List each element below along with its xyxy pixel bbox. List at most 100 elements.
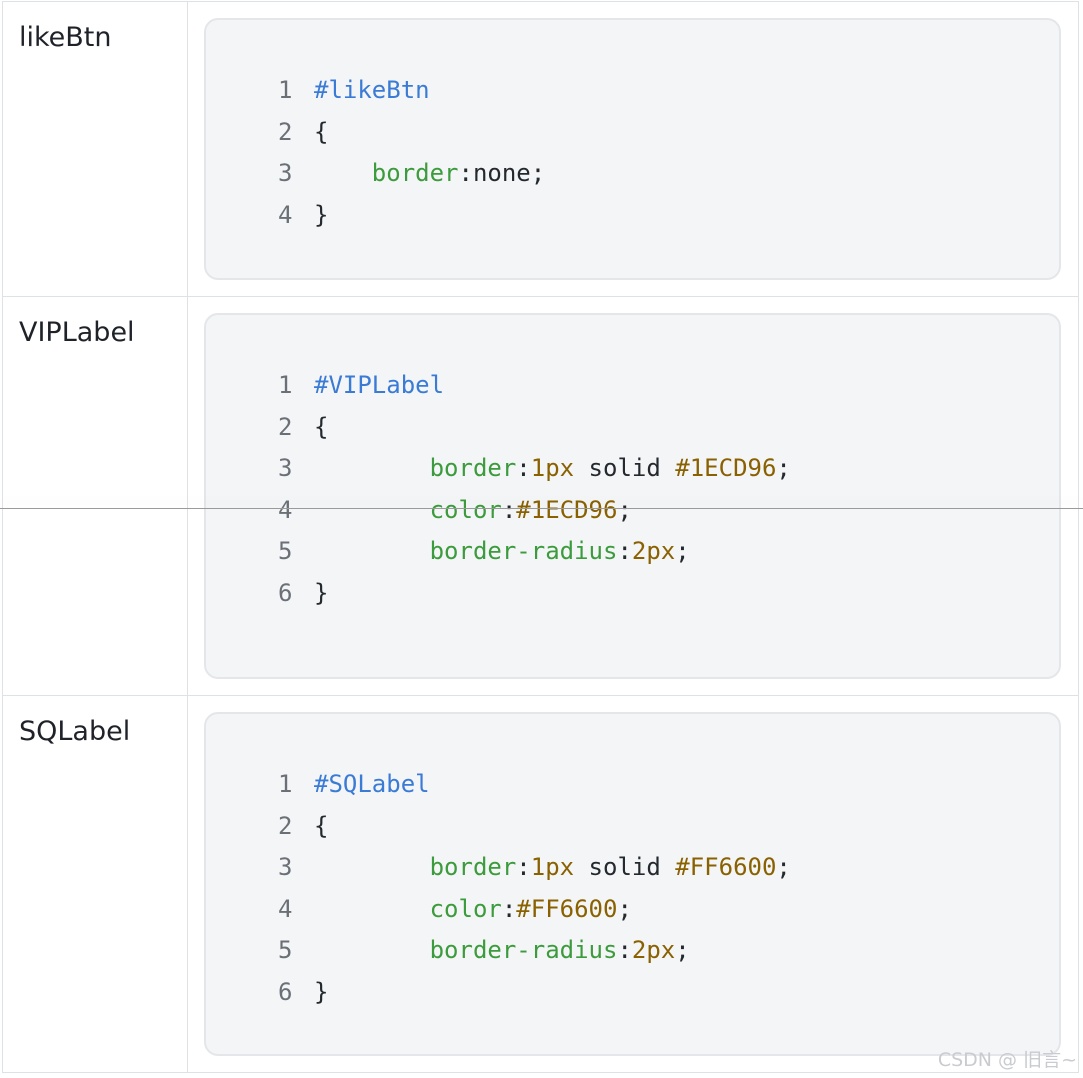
code-text: {	[314, 407, 328, 449]
style-name-cell: SQLabel	[3, 696, 188, 1072]
line-number: 3	[278, 454, 293, 482]
code-token: :	[516, 454, 531, 482]
code-token: 2px	[631, 537, 676, 565]
code-token: #likeBtn	[314, 76, 430, 104]
code-token: border	[371, 159, 459, 187]
code-token: {	[314, 412, 329, 441]
code-line: 3 border:1px solid #1ECD96;	[278, 448, 791, 490]
code-token: 2px	[631, 936, 676, 964]
line-number: 1	[278, 76, 293, 104]
line-number: 3	[278, 853, 293, 881]
style-name-cell: likeBtn	[3, 2, 188, 296]
code-token: #VIPLabel	[314, 371, 445, 399]
code-token: :	[617, 936, 632, 964]
code-token: #FF6600	[516, 894, 618, 923]
line-number: 2	[278, 117, 293, 146]
code-token: {	[314, 811, 329, 840]
code-token	[314, 159, 372, 187]
line-number: 4	[278, 200, 293, 229]
code-token: border-radius	[429, 936, 618, 964]
page-fold-divider	[0, 508, 1083, 509]
code-text: color:#1ECD96;	[314, 490, 632, 532]
line-number: 6	[278, 578, 293, 607]
code-token: }	[314, 977, 329, 1006]
line-number: 5	[278, 936, 293, 964]
code-token: #FF6600	[675, 853, 777, 881]
line-number: 3	[278, 159, 293, 187]
code-token: {	[314, 117, 329, 146]
code-token: }	[314, 200, 329, 229]
line-number: 4	[278, 894, 293, 923]
code-token: border-radius	[429, 537, 618, 565]
line-number: 6	[278, 977, 293, 1006]
line-number: 5	[278, 537, 293, 565]
code-line: 4 color:#1ECD96;	[278, 490, 791, 532]
code-token: :	[501, 894, 517, 923]
code-line: 3 border:1px solid #FF6600;	[278, 847, 791, 889]
code-line: 4}	[278, 195, 545, 237]
code-token: color	[429, 894, 502, 923]
code-line: 5 border-radius:2px;	[278, 930, 791, 972]
code-line: 2{	[278, 112, 545, 154]
code-line: 1#VIPLabel	[278, 365, 791, 407]
code-token: :	[516, 853, 531, 881]
code-token: ;	[617, 495, 632, 524]
code-text: {	[314, 806, 328, 848]
code-line: 1 #SQLabel	[278, 764, 791, 806]
code-token	[314, 454, 430, 482]
code-token: }	[314, 578, 329, 607]
code-text: {	[314, 112, 328, 154]
code-line: 6}	[278, 573, 791, 615]
code-text: }	[314, 573, 328, 615]
code-text: border:1px solid #1ECD96;	[314, 448, 791, 490]
code-text: border-radius:2px;	[314, 930, 690, 972]
code-token: border	[429, 454, 517, 482]
code-token: 1px	[530, 853, 575, 881]
code-token: ;	[776, 454, 791, 482]
line-number: 1	[278, 770, 293, 798]
code-token	[314, 895, 430, 923]
line-number: 2	[278, 412, 293, 441]
code-text: #SQLabel	[314, 764, 430, 806]
code-text: #likeBtn	[314, 70, 430, 112]
code-token	[314, 537, 430, 565]
code-text: #VIPLabel	[314, 365, 444, 407]
code-token	[314, 853, 430, 881]
code-token: :none;	[458, 159, 546, 187]
code-line: 2{	[278, 806, 791, 848]
code-token: solid	[574, 454, 676, 482]
code-text: border-radius:2px;	[314, 531, 690, 573]
code-line: 2{	[278, 407, 791, 449]
code-text: }	[314, 972, 328, 1014]
code-token: :	[617, 537, 632, 565]
line-number: 4	[278, 495, 293, 524]
code-token: ;	[617, 894, 632, 923]
code-token: border	[429, 853, 517, 881]
code-token: :	[501, 495, 517, 524]
code-line: 1 #likeBtn	[278, 70, 545, 112]
code-line: 4 color:#FF6600;	[278, 889, 791, 931]
code-line: 6}	[278, 972, 791, 1014]
watermark: CSDN @ 旧言~	[937, 1049, 1077, 1071]
code-line: 3 border:none;	[278, 153, 545, 195]
code-token: ;	[776, 853, 791, 881]
code-text: border:1px solid #FF6600;	[314, 847, 791, 889]
code-token: #1ECD96	[675, 454, 777, 482]
code-token	[314, 936, 430, 964]
line-number: 2	[278, 811, 293, 840]
code-text: color:#FF6600;	[314, 889, 632, 931]
code-text: }	[314, 195, 328, 237]
code-token: 1px	[530, 454, 575, 482]
code-token: ;	[675, 537, 690, 565]
